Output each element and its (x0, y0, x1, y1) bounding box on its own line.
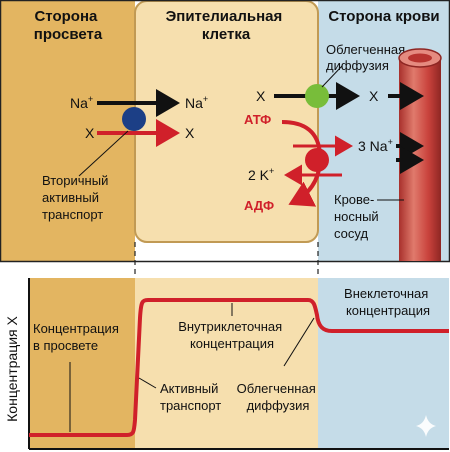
diffusion-bottom-leader (283, 317, 315, 367)
x-left-label: X (85, 125, 95, 141)
facilitated-diffusion-label-top: Облегченная диффузия (326, 42, 409, 73)
concentration-profile (29, 298, 449, 437)
blood-title: Сторона крови (328, 8, 439, 25)
bottom-lumen-region (29, 278, 135, 448)
na-right-label: Na+ (185, 94, 208, 111)
y-axis-label: Концентрация Х (4, 315, 20, 421)
secondary-transport-leader (78, 130, 129, 177)
bottom-panel: Концентрация Х Концентрация в просвете В… (4, 278, 449, 450)
active-transport-label: Активный транспорт (160, 381, 222, 413)
secondary-transport-label: Вторичный активный транспорт (42, 173, 112, 222)
na-left-label: Na+ (70, 94, 93, 111)
diffusion-transporter (305, 84, 329, 108)
active-transport-leader (138, 377, 157, 389)
intra-conc-label: Внутриклеточная концентрация (178, 319, 286, 351)
k2-label: 2 K+ (248, 166, 274, 183)
extra-conc-label: Внеклеточная концентрация (344, 286, 432, 318)
facilitated-diffusion-label-bottom: Облегченная диффузия (237, 381, 320, 413)
lumen-conc-label: Концентрация в просвете (33, 321, 122, 353)
bottom-cell-region (135, 278, 318, 448)
na-k-pump (305, 148, 329, 172)
atp-label: АТФ (244, 112, 271, 127)
cell-title: Эпителиальная клетка (166, 8, 287, 43)
diffusion-leader (321, 65, 343, 88)
symporter-transporter (122, 107, 146, 131)
x-right-label: X (185, 125, 195, 141)
lumen-title: Сторона просвета (34, 8, 103, 43)
vessel-label: Крове- носный сосуд (334, 192, 382, 241)
adp-label: АДФ (244, 198, 274, 213)
x-basal-in-label: X (256, 88, 266, 104)
sparkle-icon (416, 415, 436, 437)
x-basal-out-label: X (369, 88, 379, 104)
top-panel: Сторона просвета Эпителиальная клетка Ст… (0, 0, 450, 263)
na3-label: 3 Na+ (358, 137, 393, 154)
